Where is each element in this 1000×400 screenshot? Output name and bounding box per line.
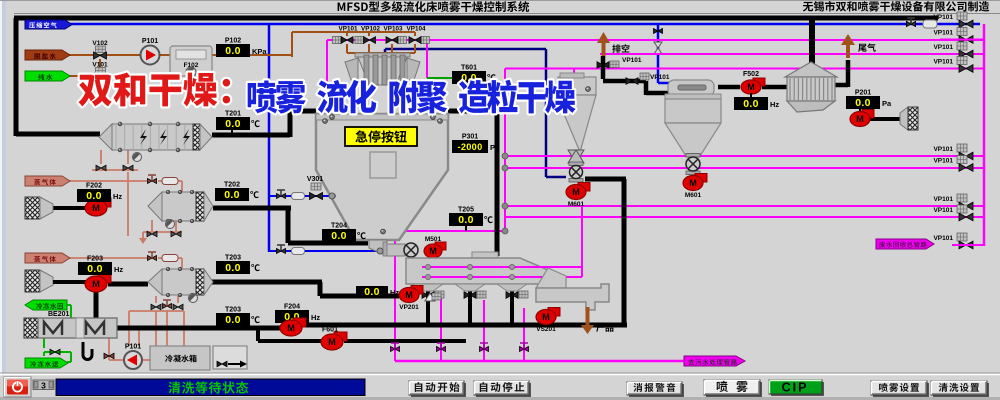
svg-text:3: 3 [41, 381, 46, 391]
svg-text:Hz: Hz [311, 313, 320, 322]
svg-text:VP104: VP104 [407, 26, 426, 33]
svg-text:M501: M501 [425, 236, 442, 243]
svg-text:F204: F204 [284, 304, 300, 311]
svg-text:M: M [856, 114, 864, 124]
svg-text:0.0: 0.0 [225, 45, 241, 57]
svg-text:T203: T203 [225, 307, 241, 314]
svg-text:F102: F102 [184, 62, 199, 69]
svg-text:KPa: KPa [252, 47, 267, 56]
svg-text:P101: P101 [125, 344, 141, 351]
svg-text:M: M [429, 246, 437, 256]
svg-text:VP101: VP101 [933, 59, 953, 66]
svg-text:M: M [689, 178, 697, 188]
svg-text:Pa: Pa [882, 99, 892, 108]
svg-text:VP101: VP101 [933, 196, 953, 203]
svg-text:Hz: Hz [113, 192, 122, 201]
svg-text:M: M [572, 187, 580, 197]
svg-text:VP101: VP101 [622, 57, 642, 64]
svg-text:0.0: 0.0 [225, 262, 241, 274]
svg-text:T202: T202 [224, 182, 240, 189]
svg-text:M: M [92, 279, 100, 289]
svg-text:VP101: VP101 [933, 158, 953, 165]
svg-text:-2000: -2000 [458, 142, 483, 152]
svg-text:0.0: 0.0 [855, 97, 871, 109]
svg-text:VP101: VP101 [933, 14, 953, 21]
svg-text:0.0: 0.0 [225, 118, 241, 130]
svg-text:M601: M601 [568, 201, 585, 208]
svg-text:0.0: 0.0 [224, 189, 240, 201]
svg-text:0.0: 0.0 [331, 230, 347, 242]
svg-text:VP101: VP101 [933, 235, 953, 242]
svg-text:F502: F502 [743, 71, 759, 78]
svg-text:0.0: 0.0 [364, 286, 380, 298]
svg-text:VP201: VP201 [399, 304, 419, 311]
svg-text:V101: V101 [92, 62, 108, 69]
svg-text:Hz: Hz [114, 265, 123, 274]
svg-text:VP101: VP101 [933, 207, 953, 214]
svg-text:VP101: VP101 [933, 146, 953, 153]
svg-text:CIP: CIP [782, 381, 809, 395]
svg-text:M601: M601 [685, 192, 702, 199]
svg-text:V102: V102 [92, 40, 108, 47]
svg-text:T203: T203 [225, 255, 241, 262]
svg-text:T205: T205 [458, 207, 474, 214]
svg-text:0.0: 0.0 [87, 263, 103, 275]
svg-text:P102: P102 [225, 38, 241, 45]
svg-text:0.0: 0.0 [86, 190, 102, 202]
svg-text:F203: F203 [87, 256, 103, 263]
svg-text:Pa: Pa [490, 143, 500, 152]
svg-text:F601: F601 [322, 327, 338, 334]
svg-text:VP101: VP101 [933, 44, 953, 51]
svg-text:T601: T601 [461, 65, 477, 72]
svg-text:VP101: VP101 [650, 74, 670, 81]
svg-text:T204: T204 [331, 223, 347, 230]
svg-text:VP102: VP102 [361, 26, 380, 33]
svg-text:V301: V301 [307, 176, 323, 183]
svg-text:Hz: Hz [390, 288, 399, 297]
svg-text:BE201: BE201 [48, 311, 70, 318]
svg-text:T201: T201 [225, 111, 241, 118]
svg-text:VP101: VP101 [933, 30, 953, 37]
svg-text:M: M [542, 312, 550, 322]
svg-text:F202: F202 [86, 183, 102, 190]
svg-text:0.0: 0.0 [743, 98, 759, 110]
svg-text:M: M [328, 337, 336, 347]
svg-text:P201: P201 [855, 90, 871, 97]
svg-text:M: M [405, 290, 413, 300]
svg-text:VS201: VS201 [536, 326, 556, 333]
svg-text:VP101: VP101 [339, 26, 358, 33]
svg-text:M: M [287, 323, 295, 333]
svg-text:P101: P101 [142, 38, 158, 45]
svg-text:0.0: 0.0 [225, 314, 241, 326]
svg-text:0.0: 0.0 [458, 214, 474, 226]
svg-text:Hz: Hz [770, 100, 779, 109]
svg-text:M: M [92, 203, 100, 213]
svg-text:M: M [747, 82, 755, 92]
svg-text:P301: P301 [462, 134, 478, 141]
svg-text:VP103: VP103 [384, 26, 403, 33]
